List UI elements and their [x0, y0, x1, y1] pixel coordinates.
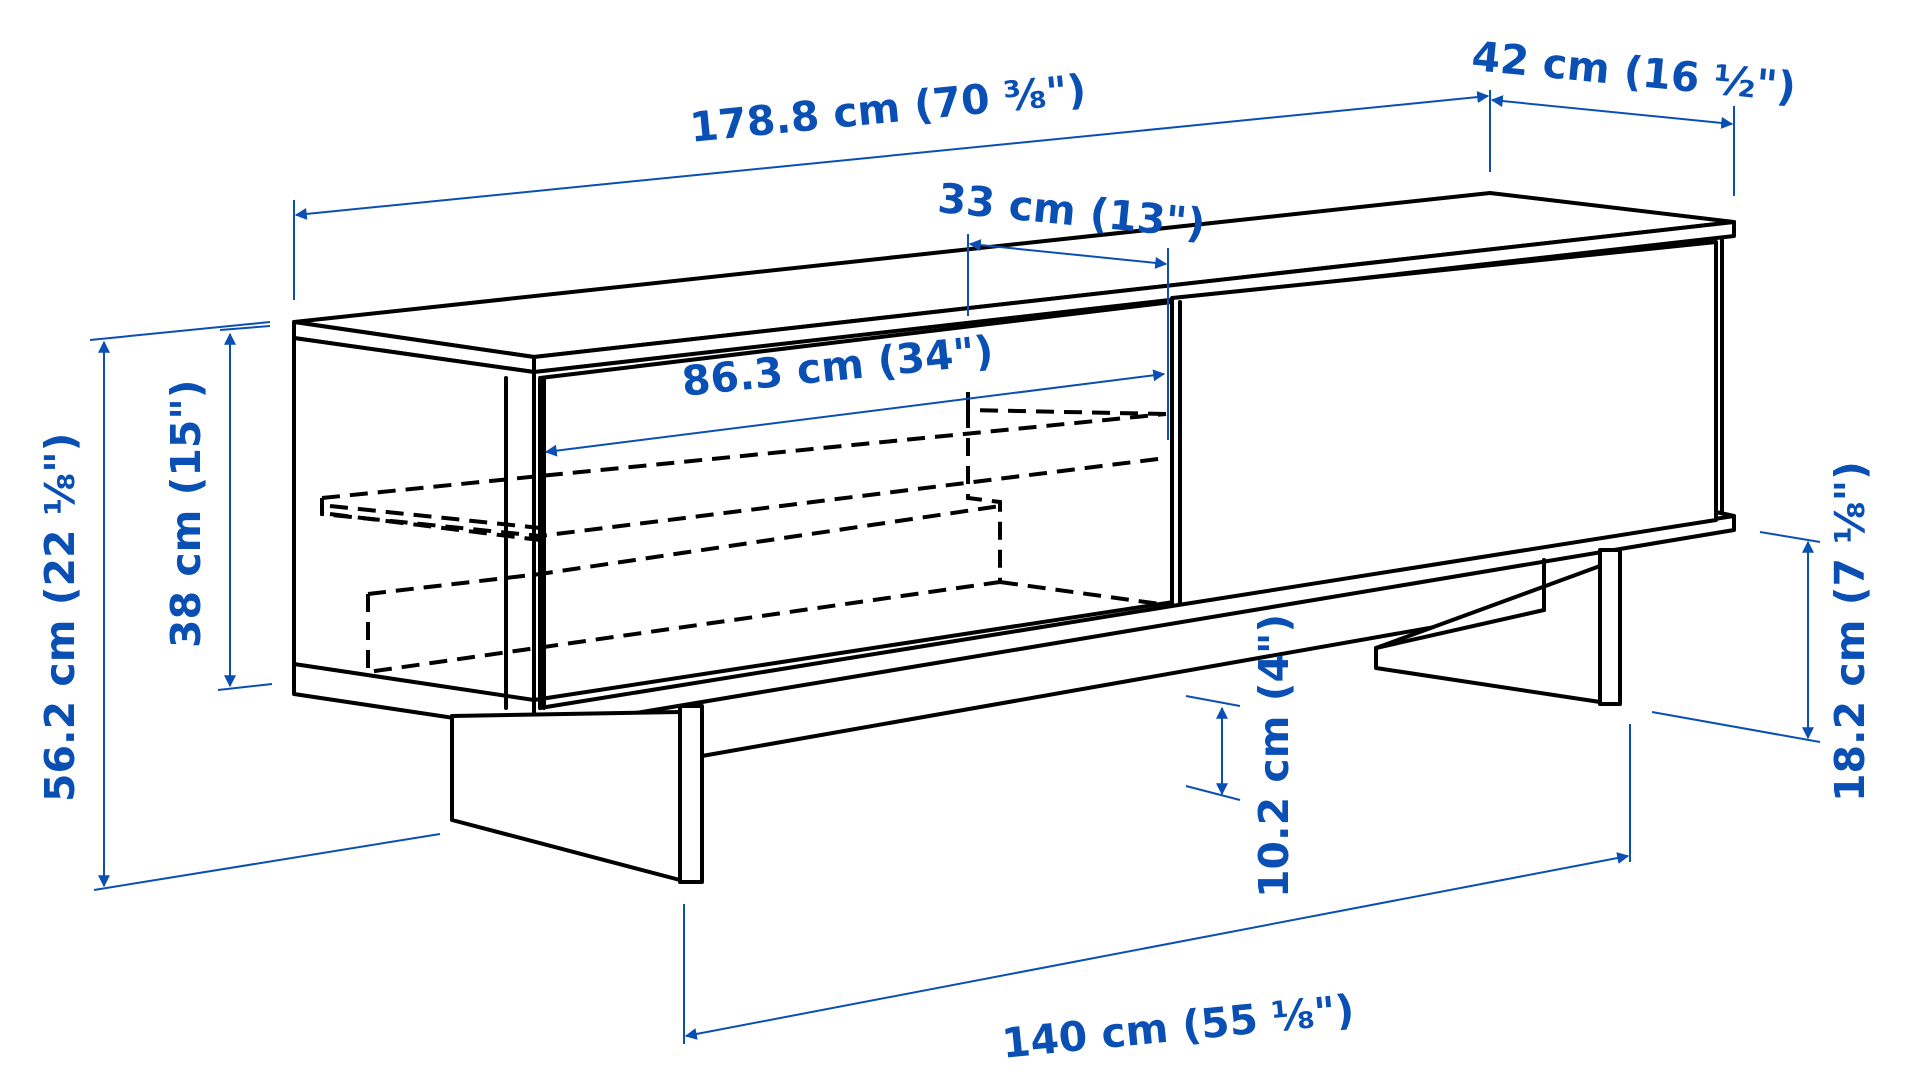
- compartment-height-label: 38 cm (15"): [162, 379, 210, 648]
- dimension-lines: [89, 90, 1821, 1044]
- base-frame: [450, 548, 1622, 884]
- total-height-label: 56.2 cm (22 ⅛"): [36, 432, 84, 802]
- floor-clearance-label: 10.2 cm (4"): [1250, 613, 1298, 898]
- leg-height-label: 18.2 cm (7 ⅛"): [1826, 461, 1874, 802]
